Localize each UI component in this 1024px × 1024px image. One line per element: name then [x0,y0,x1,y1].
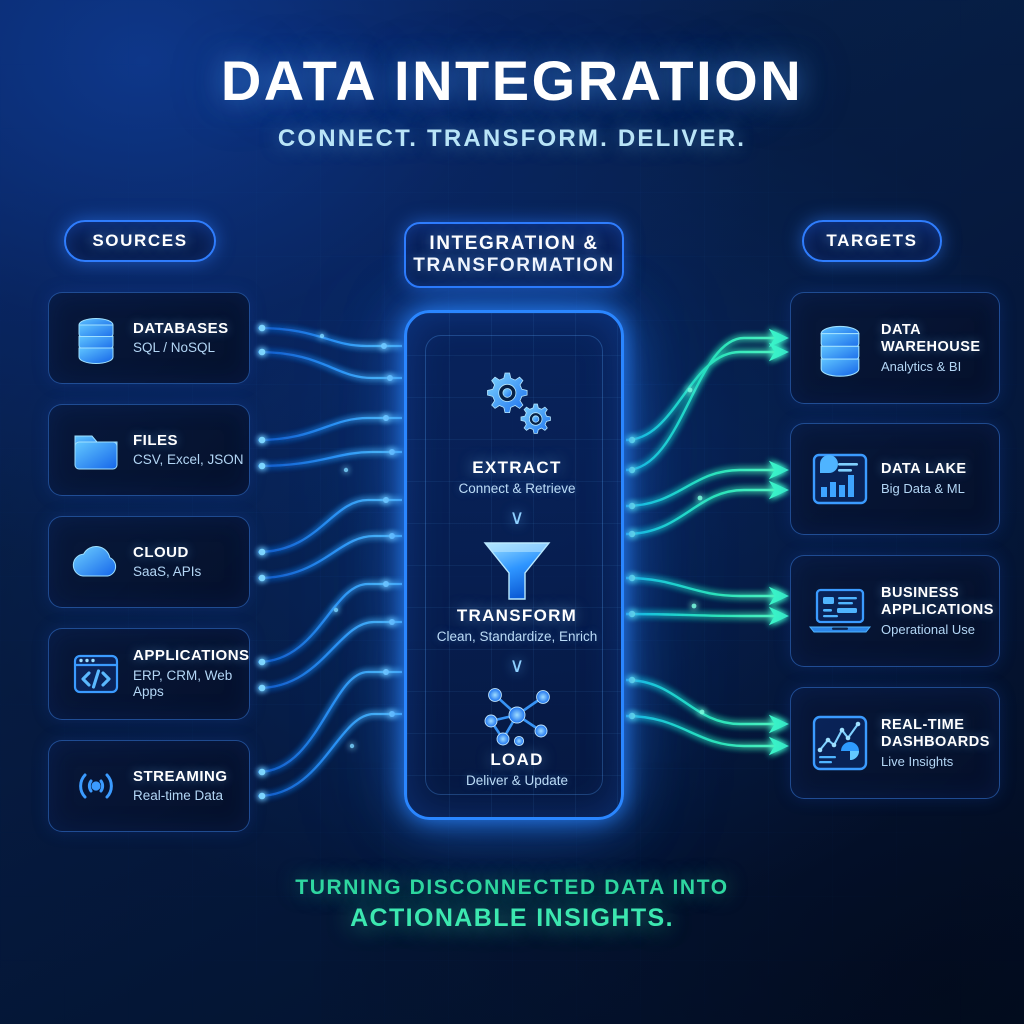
target-card-business-applications[interactable]: BUSINESS APPLICATIONS Operational Use [790,555,1000,667]
pipeline-step-extract: EXTRACT Connect & Retrieve [407,458,627,496]
step-name: LOAD [490,750,544,769]
broadcast-icon [59,758,133,814]
panel-inner-frame [425,335,603,795]
step-desc: Connect & Retrieve [458,481,576,496]
source-card-databases[interactable]: DATABASES SQL / NoSQL [48,292,250,384]
source-title: DATABASES [133,319,229,337]
database-icon [59,310,133,366]
laptop-icon [799,582,881,640]
source-subtitle: Real-time Data [133,788,224,804]
code-window-icon [59,646,133,702]
gears-icon [407,363,627,446]
source-title: CLOUD [133,543,189,561]
target-subtitle: Operational Use [881,621,975,637]
pipeline-step-transform: TRANSFORM Clean, Standardize, Enrich [407,606,627,644]
footer-line-2: ACTIONABLE INSIGHTS. [350,904,674,932]
source-subtitle: SaaS, APIs [133,564,202,580]
database-icon [799,317,881,379]
target-card-data-warehouse[interactable]: DATA WAREHOUSE Analytics & BI [790,292,1000,404]
source-title: FILES [133,431,179,449]
chart-board-icon [799,449,881,509]
target-title: DATA WAREHOUSE [881,321,981,355]
target-subtitle: Analytics & BI [881,358,962,374]
target-card-data-lake[interactable]: DATA LAKE Big Data & ML [790,423,1000,535]
target-subtitle: Live Insights [881,753,954,769]
source-card-cloud[interactable]: CLOUD SaaS, APIs [48,516,250,608]
source-card-applications[interactable]: APPLICATIONS ERP, CRM, Web Apps [48,628,250,720]
target-title: BUSINESS APPLICATIONS [881,584,994,618]
source-subtitle: SQL / NoSQL [133,340,216,356]
source-title: APPLICATIONS [133,647,250,665]
page-subtitle: CONNECT. TRANSFORM. DELIVER. [277,125,747,152]
target-subtitle: Big Data & ML [881,481,965,497]
folder-icon [59,422,133,478]
cloud-icon [59,534,133,590]
source-card-files[interactable]: FILES CSV, Excel, JSON [48,404,250,496]
integration-panel: EXTRACT Connect & Retrieve ∨ TRANSFORM C… [404,310,624,820]
source-card-streaming[interactable]: STREAMING Real-time Data [48,740,250,832]
step-desc: Deliver & Update [465,773,569,788]
source-subtitle: ERP, CRM, Web Apps [133,668,233,700]
funnel-icon [407,535,627,612]
targets-column-header: TARGETS [802,220,942,262]
header-block: DATA INTEGRATION CONNECT. TRANSFORM. DEL… [0,48,1024,153]
footer-line-1: TURNING DISCONNECTED DATA INTO [295,876,729,899]
source-subtitle: CSV, Excel, JSON [133,452,244,468]
target-title: REAL-TIME DASHBOARDS [881,716,990,750]
source-title: STREAMING [133,767,228,785]
network-icon [407,679,627,756]
sources-column-header: SOURCES [64,220,216,262]
pipeline-step-load: LOAD Deliver & Update [407,750,627,788]
target-card-real-time-dashboards[interactable]: REAL-TIME DASHBOARDS Live Insights [790,687,1000,799]
center-column-header: INTEGRATION & TRANSFORMATION [404,222,624,288]
page-title: DATA INTEGRATION [220,49,804,112]
target-title: DATA LAKE [881,461,967,478]
line-chart-pie-icon [799,712,881,774]
step-desc: Clean, Standardize, Enrich [436,629,598,644]
chevron-down-icon: ∨ [509,507,525,529]
chevron-down-icon: ∨ [509,655,525,677]
step-name: TRANSFORM [456,606,578,625]
step-name: EXTRACT [472,458,562,477]
